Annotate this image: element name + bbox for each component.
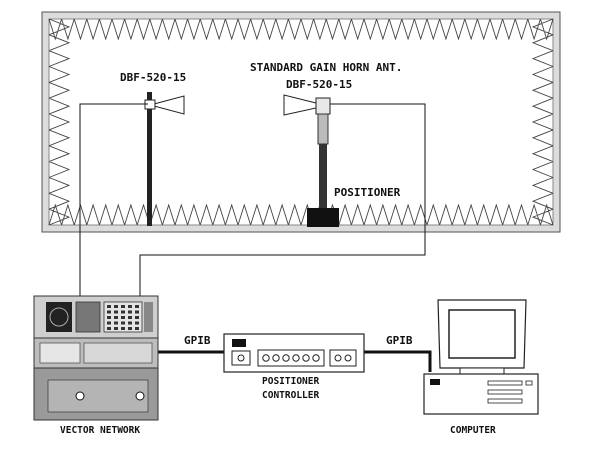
- analyzer-key: [135, 310, 139, 314]
- controller-label-line1: POSITIONER: [262, 376, 319, 387]
- controller-knobs: [262, 354, 320, 362]
- analyzer-key: [121, 316, 125, 319]
- computer-label: COMPUTER: [450, 425, 496, 436]
- analyzer-key: [114, 310, 118, 314]
- analyzer-key: [107, 316, 111, 319]
- analyzer-key: [107, 321, 111, 325]
- anechoic-chamber: [41, 11, 561, 233]
- analyzer-key: [114, 316, 118, 319]
- controller-knob: [272, 354, 280, 362]
- analyzer-key: [107, 310, 111, 314]
- analyzer-port-2: [135, 391, 145, 401]
- analyzer-key: [128, 316, 132, 319]
- computer-screen: [448, 309, 516, 359]
- positioner-label: POSITIONER: [334, 186, 401, 199]
- positioner-head: [317, 113, 329, 145]
- controller-knob: [312, 354, 320, 362]
- gpib-cable-controller-computer: [364, 350, 432, 372]
- analyzer-key: [121, 305, 125, 308]
- analyzer-port-1: [75, 391, 85, 401]
- positioner-column: [319, 144, 327, 208]
- reference-horn-antenna-icon: [283, 94, 331, 116]
- gpib-left-label: GPIB: [184, 334, 211, 347]
- rf-cable-left: [79, 103, 148, 385]
- computer: COMPUTER: [423, 299, 539, 436]
- analyzer-key: [135, 327, 139, 330]
- reference-antenna-model: DBF-520-15: [286, 78, 352, 91]
- analyzer-key: [107, 327, 111, 330]
- vector-network-analyzer: VECTOR NETWORK: [33, 295, 159, 436]
- analyzer-key: [121, 321, 125, 325]
- gpib-right-label: GPIB: [386, 334, 413, 347]
- positioner-base: [307, 208, 339, 227]
- absorber-cone-outline: [48, 18, 554, 226]
- controller-knob: [262, 354, 270, 362]
- analyzer-key: [114, 327, 118, 330]
- controller-power-indicator: [232, 339, 246, 347]
- controller-knob: [282, 354, 290, 362]
- analyzer-key: [135, 305, 139, 308]
- analyzer-key: [135, 321, 139, 325]
- vector-network-label: VECTOR NETWORK: [60, 425, 140, 436]
- analyzer-key: [121, 327, 125, 330]
- analyzer-key: [128, 305, 132, 308]
- left-antenna-label: DBF-520-15: [120, 71, 186, 84]
- analyzer-key: [135, 316, 139, 319]
- analyzer-keypad: [107, 305, 139, 330]
- analyzer-key: [114, 305, 118, 308]
- left-antenna-mast: [147, 92, 152, 226]
- rf-absorber-cones: [48, 18, 554, 226]
- gpib-cables: [158, 350, 432, 372]
- analyzer-key: [128, 310, 132, 314]
- controller-knob: [292, 354, 300, 362]
- controller-knob: [302, 354, 310, 362]
- analyzer-key: [121, 310, 125, 314]
- analyzer-key: [107, 305, 111, 308]
- analyzer-key: [114, 321, 118, 325]
- positioner-controller: POSITIONER CONTROLLER: [223, 333, 365, 401]
- left-antenna-assembly: DBF-520-15: [120, 71, 186, 226]
- analyzer-key: [128, 321, 132, 325]
- analyzer-key: [128, 327, 132, 330]
- reference-antenna-assembly: STANDARD GAIN HORN ANT. DBF-520-15 POSIT…: [250, 61, 402, 227]
- controller-label-line2: CONTROLLER: [262, 390, 319, 401]
- reference-antenna-title: STANDARD GAIN HORN ANT.: [250, 61, 402, 74]
